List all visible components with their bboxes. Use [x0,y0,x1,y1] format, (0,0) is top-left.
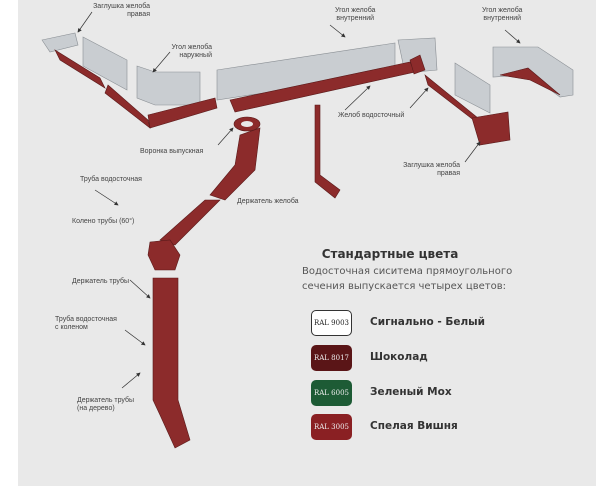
label-line: внутренний [483,15,522,22]
colors-title: Стандартные цвета [321,247,459,261]
label-line: Заглушка желоба [403,162,460,169]
label-line: Труба водосточная [55,316,117,323]
color-name: Шоколад [370,351,428,363]
label-gutter: Желоб водосточный [338,112,405,119]
label-outlet: Воронка выпускная [140,148,204,155]
color-name: Спелая Вишня [370,420,458,432]
label-line: (на дерево) [77,405,115,412]
label-line: Угол желоба [482,7,523,14]
label-downpipe: Труба водосточная [80,176,142,183]
colors-description-line: сечения выпускается четырех цветов: [302,281,506,292]
label-line: наружный [179,52,212,59]
label-gutter-holder: Держатель желоба [237,198,299,205]
label-line: правая [127,11,150,18]
swatch-ral-3005: RAL 3005 [311,414,352,440]
label-pipe-holder-wood: Держатель трубы(на дерево) [77,397,134,413]
label-line: с коленом [55,324,88,331]
swatch-ral-9003: RAL 9003 [311,310,352,336]
label-line: Угол желоба [171,44,212,51]
color-name: Зеленый Мох [370,386,452,398]
label-line: правая [437,170,460,177]
label-line: Угол желоба [335,7,376,14]
color-name: Сигнально - Белый [370,316,486,328]
swatch-ral-8017: RAL 8017 [311,345,352,371]
label-line: Заглушка желоба [93,3,150,10]
label-line: внутренний [336,15,375,22]
swatch-ral-6005: RAL 6005 [311,380,352,406]
colors-description-line: Водосточная сиситема прямоугольного [302,266,513,277]
label-elbow: Колено трубы (60°) [72,218,135,225]
label-line: Держатель трубы [77,397,135,404]
label-pipe-holder: Держатель трубы [72,278,130,285]
